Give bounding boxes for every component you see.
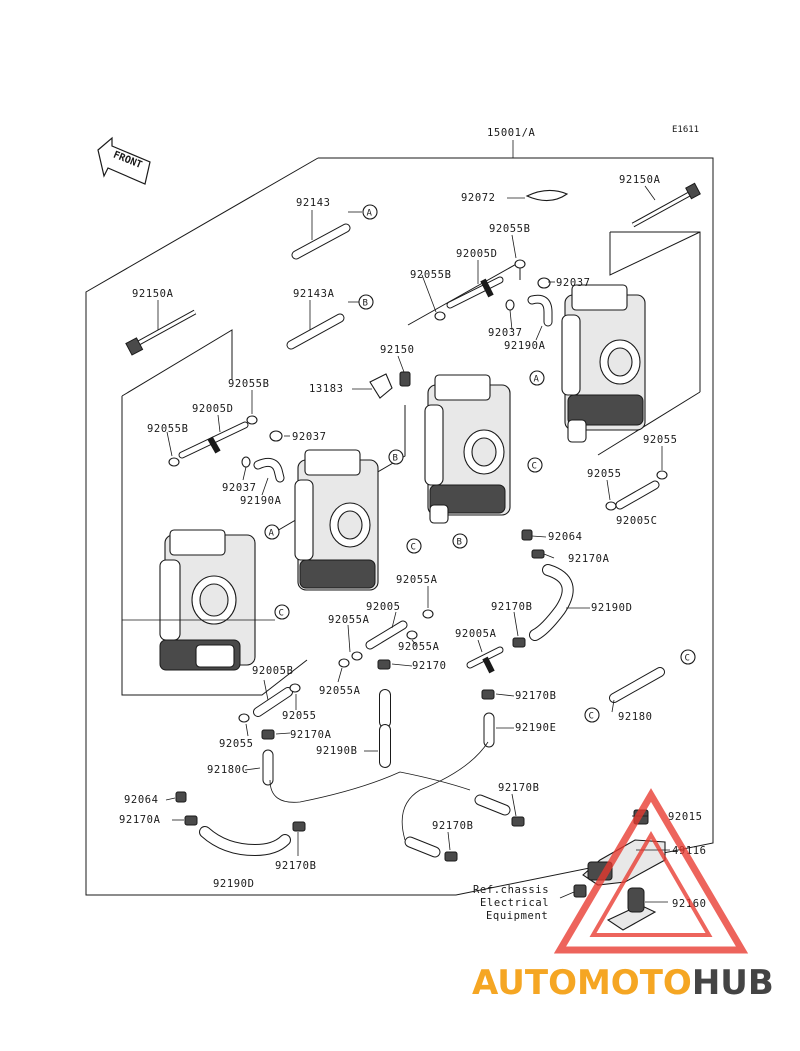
callout-circles: A B A B C A C B C C C [264,204,696,723]
part-label: 92170A [290,729,332,741]
part-label: 92005 [366,601,401,613]
part-label: 92170A [568,553,610,565]
part-label: 92190B [316,745,358,757]
hose-clamps [175,529,545,862]
band-clip [525,189,569,202]
svg-text:C: C [685,654,690,664]
svg-text:Equipment: Equipment [486,910,548,922]
svg-text:B: B [457,538,462,548]
rod-92180 [609,667,665,703]
svg-text:B: B [393,454,398,464]
part-label: 92037 [292,431,327,443]
part-label: 92190A [240,495,282,507]
svg-text:A: A [269,529,275,539]
svg-text:B: B [363,299,368,309]
long-bolt-left [125,309,197,356]
tube-92005d-top [446,276,504,309]
part-label: 92170B [498,782,540,794]
svg-text:A: A [367,209,373,219]
tube-92005b [253,687,293,717]
part-label: 13183 [309,383,344,395]
hoses [199,564,574,858]
svg-text:A: A [534,375,540,385]
part-label: 92055B [489,223,531,235]
part-label: 92055B [228,378,270,390]
rod-92143a [286,313,345,350]
diagram-ref-code: E1611 [672,125,699,135]
carb1-frame [121,396,308,696]
part-label: 92143 [296,197,331,209]
svg-text:Ref.chassis: Ref.chassis [473,884,549,896]
svg-text:C: C [279,609,284,619]
part-label: 92180 [618,711,653,723]
part-label: 92005D [456,248,498,260]
part-label: 92055A [396,574,438,586]
part-label: 92037 [488,327,523,339]
carburetor-4 [561,284,646,443]
ref-note: Ref.chassis Electrical Equipment [473,884,549,922]
part-label: 92190E [515,722,557,734]
svg-text:C: C [411,543,416,553]
part-label: 92170B [275,860,317,872]
part-label: 92180C [207,764,249,776]
tube-92005d-left [178,421,249,459]
part-label: 92170A [119,814,161,826]
fuel-pump-assembly [573,809,666,931]
part-label: 92170 [412,660,447,672]
part-label: 92190A [504,340,546,352]
part-label: 92190D [591,602,633,614]
part-label: 92150A [619,174,661,186]
svg-text:Electrical: Electrical [480,897,549,909]
part-label: 92055 [282,710,317,722]
tube-92005 [365,620,408,650]
part-label: 92055 [643,434,678,446]
part-label: 92190D [213,878,255,890]
elbow-hoses [253,277,553,483]
carburetor-1 [122,529,275,671]
watermark-text: AUTOMOTOHUB [472,963,774,1003]
part-label: 92064 [124,794,159,806]
part-label: 92055 [219,738,254,750]
part-label: 92150 [380,344,415,356]
leader-lines [157,185,670,903]
carburetor-2 [294,449,379,591]
part-label: 92055B [410,269,452,281]
part-label: 92170B [432,820,474,832]
watermark-logo [553,788,749,954]
svg-text:C: C [589,712,594,722]
part-label: 92005B [252,665,294,677]
part-label: 92143A [293,288,335,300]
o-rings [168,259,668,723]
part-label: 92055A [398,641,440,653]
svg-text:C: C [532,462,537,472]
part-label: 92150A [132,288,174,300]
long-bolt-top [631,182,701,228]
part-label: 92055B [147,423,189,435]
part-label: 92005C [616,515,658,527]
assembly-label: 15001/A [487,127,536,139]
carburetor-3 [424,374,511,524]
part-label: 92170B [491,601,533,613]
part-label: 92055 [587,468,622,480]
part-label: 92005D [192,403,234,415]
rod-92143 [291,223,351,260]
assembly-frame [85,157,714,896]
part-label: 92055A [319,685,361,697]
part-label: 92037 [222,482,257,494]
part-labels: 92143 92072 92150A 92055B 92005D 92055B … [119,174,706,910]
part-label: 92064 [548,531,583,543]
tube-92005c [615,480,660,510]
part-label: 92015 [668,811,703,823]
part-label: 92037 [556,277,591,289]
part-label: 92055A [328,614,370,626]
screw-bracket [369,371,411,399]
part-label: 92170B [515,690,557,702]
part-label: 92005A [455,628,497,640]
part-label: 92072 [461,192,496,204]
front-arrow-icon: FRONT [97,136,151,185]
tube-92005a [466,646,504,674]
